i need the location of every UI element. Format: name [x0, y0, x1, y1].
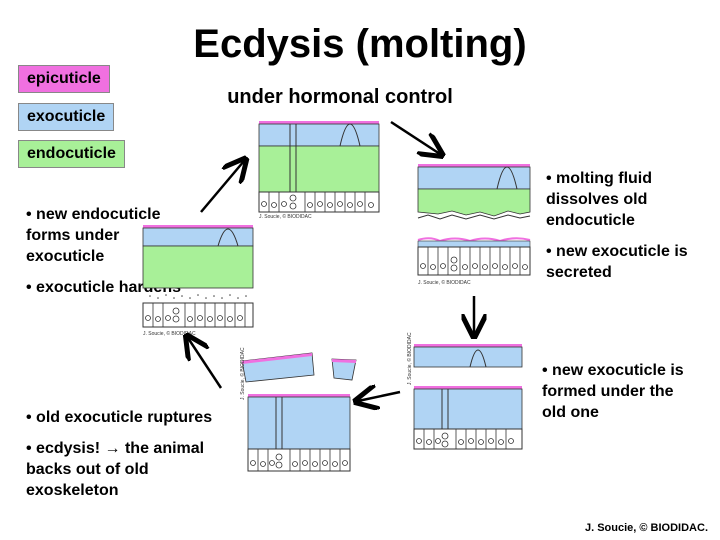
- stage-new-exocuticle-under-old: J. Soucie, © BIODIDAC: [406, 332, 523, 450]
- bullet-ecdysis: • ecdysis! → the animal backs out of old…: [26, 440, 205, 499]
- legend-exocuticle: exocuticle: [18, 103, 115, 131]
- step-text-hardening: • new endocuticle forms under exocuticle…: [26, 204, 186, 308]
- stage-hardening: J. Soucie, © BIODIDAC: [142, 225, 254, 337]
- bullet-molting-fluid: • molting fluid dissolves old endocuticl…: [546, 170, 653, 229]
- image-credit: J. Soucie, © BIODIDAC.: [584, 522, 708, 534]
- figure-credit-d: J. Soucie, © BIODIDAC: [239, 347, 246, 400]
- bullet-new-endocuticle: • new endocuticle forms under exocuticle: [26, 206, 161, 265]
- legend-endocuticle: endocuticle: [18, 140, 125, 168]
- figure-credit-e: J. Soucie, © BIODIDAC: [143, 330, 196, 337]
- page-subtitle: under hormonal control: [227, 86, 453, 108]
- arrow-to-intact-cuticle: [200, 161, 244, 213]
- step-text-new-exocuticle: • new exocuticle is formed under the old…: [542, 360, 692, 433]
- stage-ecdysis: J. Soucie, © BIODIDAC: [239, 347, 357, 472]
- stage-new-exocuticle-secreted: J. Soucie, © BIODIDAC: [417, 237, 531, 286]
- arrow-to-ecdysis: [358, 392, 401, 401]
- bullet-new-exocuticle-formed: • new exocuticle is formed under the old…: [542, 362, 684, 421]
- page-title: Ecdysis (molting): [193, 22, 527, 66]
- figure-credit-a: J. Soucie, © BIODIDAC: [259, 213, 312, 220]
- bullet-old-exocuticle-ruptures: • old exocuticle ruptures: [26, 409, 213, 426]
- stage-intact-cuticle: J. Soucie, © BIODIDAC: [258, 121, 380, 220]
- figure-credit-b: J. Soucie, © BIODIDAC: [418, 279, 471, 286]
- step-text-ecdysis: • old exocuticle ruptures • ecdysis! → t…: [26, 407, 238, 511]
- arrow-to-dissolution: [390, 120, 440, 154]
- stage-dissolution: [417, 164, 531, 220]
- bullet-exocuticle-hardens: • exocuticle hardens: [26, 279, 181, 296]
- arrow-to-hardening: [188, 338, 223, 389]
- legend-epicuticle: epicuticle: [18, 65, 110, 93]
- step-text-dissolution: • molting fluid dissolves old endocuticl…: [546, 168, 706, 293]
- figure-credit-c: J. Soucie, © BIODIDAC: [406, 332, 413, 385]
- bullet-new-exocuticle-secreted: • new exocuticle is secreted: [546, 243, 688, 281]
